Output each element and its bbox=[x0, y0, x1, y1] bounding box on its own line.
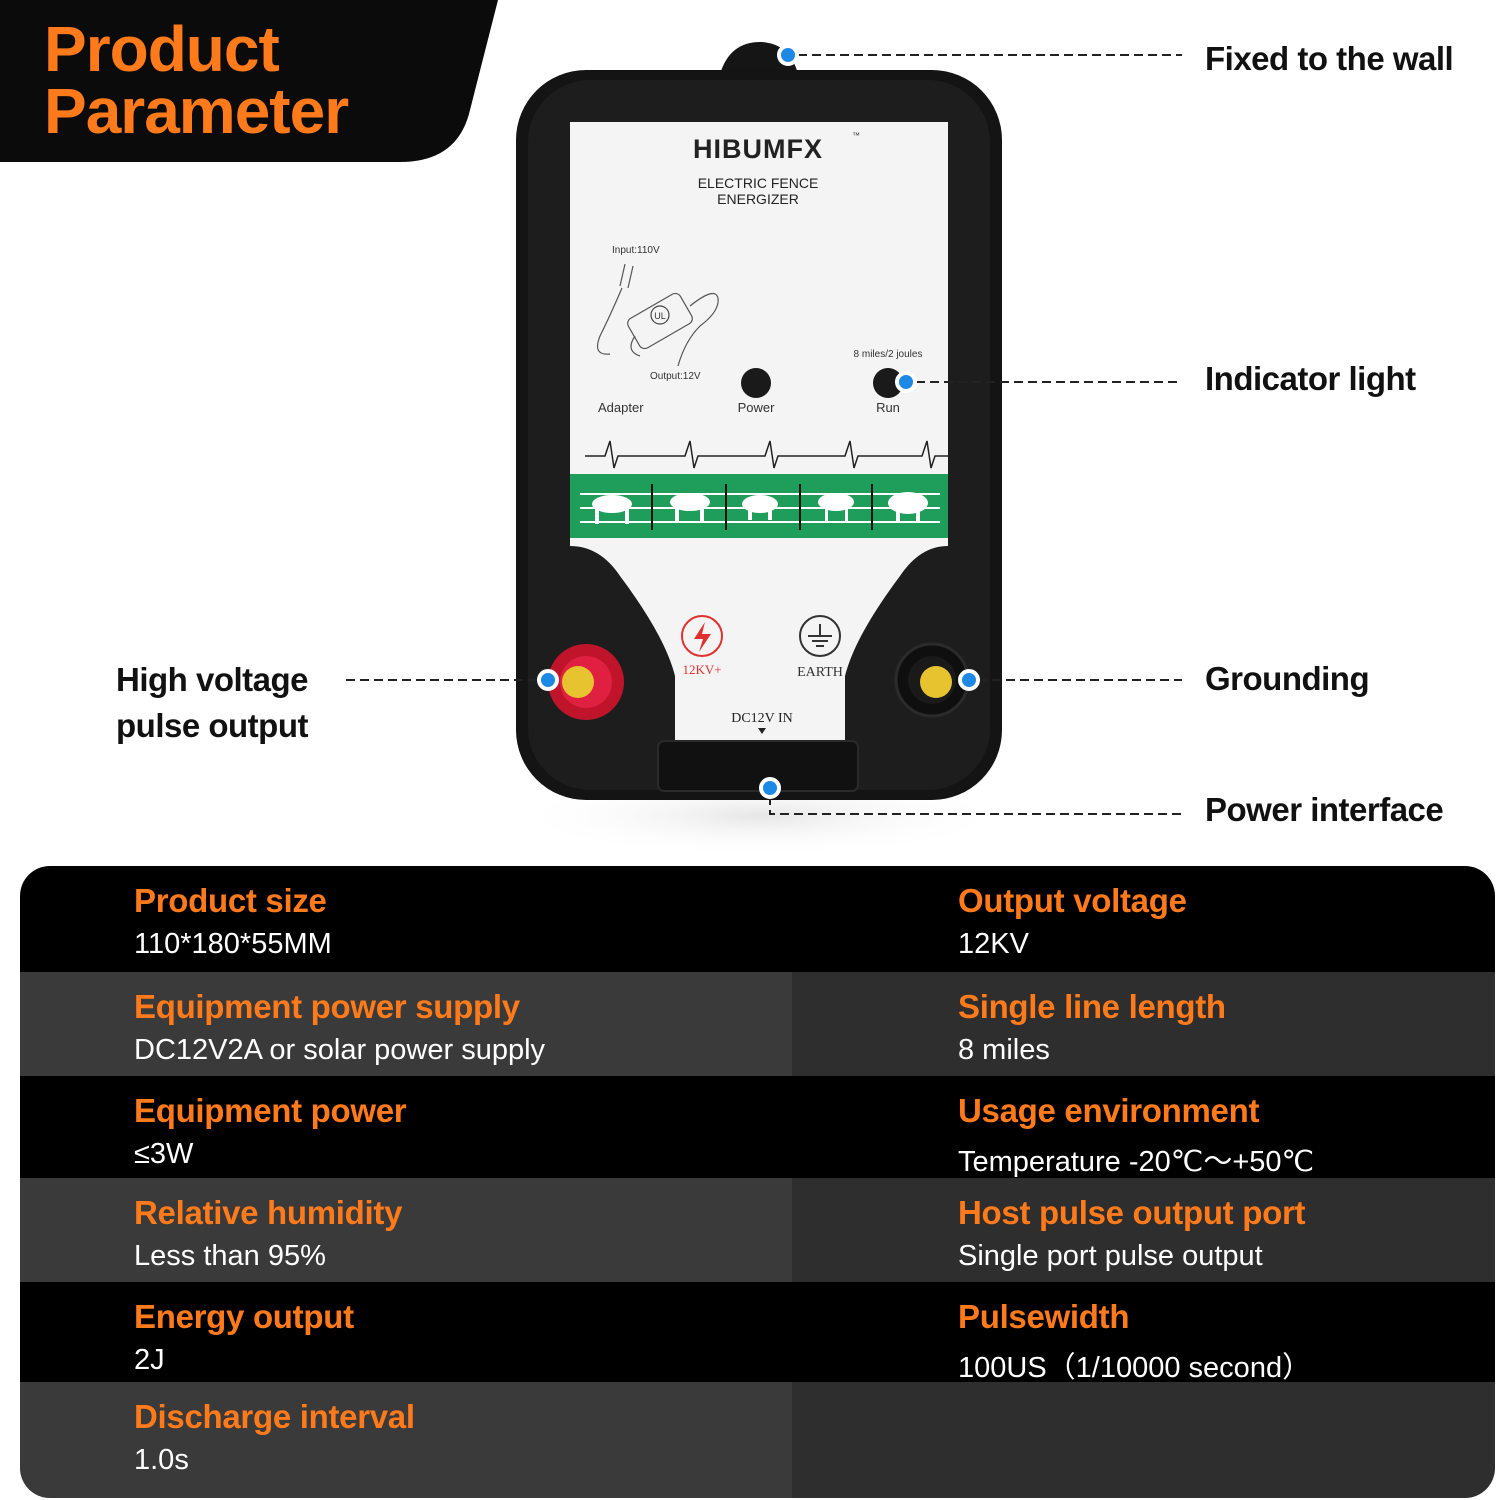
title-banner: Product Parameter bbox=[0, 0, 500, 162]
spec-label: Equipment power bbox=[134, 1092, 407, 1129]
horse-icon bbox=[592, 495, 632, 513]
spec-value: 12KV bbox=[958, 928, 1029, 960]
spec-value: 110*180*55MM bbox=[134, 928, 332, 960]
spec-cell: Usage environment Temperature -20℃～+50℃ bbox=[792, 1076, 1495, 1178]
earth-label: EARTH bbox=[797, 665, 843, 680]
animal-icons bbox=[592, 492, 928, 524]
hv-label: 12KV+ bbox=[682, 662, 721, 677]
spec-row: Discharge interval 1.0s bbox=[20, 1382, 1495, 1498]
spec-row: Product size 110*180*55MM Output voltage… bbox=[20, 866, 1495, 972]
callout-hv-line1: High voltage bbox=[116, 661, 309, 698]
run-spec-text: 8 miles/2 joules bbox=[854, 349, 923, 360]
callout-high-voltage: High voltage pulse output bbox=[116, 657, 309, 749]
spec-label: Single line length bbox=[958, 988, 1226, 1025]
spec-label: Relative humidity bbox=[134, 1194, 403, 1231]
spec-cell: Single line length 8 miles bbox=[792, 972, 1495, 1076]
spec-value: Temperature -20℃～+50℃ bbox=[958, 1146, 1315, 1178]
spec-label: Discharge interval bbox=[134, 1398, 415, 1435]
spec-row: Relative humidity Less than 95% Host pul… bbox=[20, 1178, 1495, 1282]
run-label: Run bbox=[876, 400, 900, 415]
page-title: Product Parameter bbox=[44, 13, 349, 147]
spec-value: 1.0s bbox=[134, 1444, 189, 1476]
ground-dot bbox=[958, 669, 980, 691]
spec-value: Less than 95% bbox=[134, 1240, 326, 1272]
fence-energizer-device: HIBUMFX ™ ELECTRIC FENCE ENERGIZER Input… bbox=[510, 41, 1010, 856]
product-name-line2: ENERGIZER bbox=[717, 191, 799, 207]
spec-table: Product size 110*180*55MM Output voltage… bbox=[20, 866, 1495, 1498]
adapter-output-text: Output:12V bbox=[650, 371, 701, 382]
spec-cell: Equipment power supply DC12V2A or solar … bbox=[20, 972, 792, 1076]
run-led bbox=[873, 368, 903, 398]
spec-value: DC12V2A or solar power supply bbox=[134, 1034, 546, 1066]
spec-cell: Pulsewidth 100US（1/10000 second） bbox=[792, 1282, 1495, 1384]
dc-power-port bbox=[657, 740, 859, 792]
spec-row: Equipment power supply DC12V2A or solar … bbox=[20, 972, 1495, 1076]
earth-icon bbox=[799, 615, 841, 657]
callout-indicator: Indicator light bbox=[1205, 360, 1416, 397]
spec-value: 8 miles bbox=[958, 1034, 1050, 1066]
spec-label: Host pulse output port bbox=[958, 1194, 1306, 1231]
pulse-waveform bbox=[585, 440, 948, 469]
spec-label: Energy output bbox=[134, 1298, 354, 1335]
product-name-line1: ELECTRIC FENCE bbox=[698, 175, 819, 191]
hv-dot bbox=[537, 669, 559, 691]
adapter-input-text: Input:110V bbox=[612, 245, 660, 256]
spec-cell-empty bbox=[792, 1382, 1495, 1498]
spec-cell: Energy output 2J bbox=[20, 1282, 792, 1382]
front-panel bbox=[570, 122, 948, 741]
callout-hv-line2: pulse output bbox=[116, 707, 308, 744]
brand-logo: HIBUMFX bbox=[693, 134, 823, 164]
spec-value: ≤3W bbox=[134, 1138, 194, 1170]
spec-label: Product size bbox=[134, 882, 327, 919]
spec-label: Equipment power supply bbox=[134, 988, 520, 1025]
power-led bbox=[741, 368, 771, 398]
dc-input-label: DC12V IN bbox=[731, 711, 793, 726]
spec-label: Output voltage bbox=[958, 882, 1187, 919]
power-dot bbox=[759, 777, 781, 799]
lightning-icon bbox=[681, 615, 723, 657]
ul-mark: UL bbox=[654, 311, 666, 321]
callout-power-interface: Power interface bbox=[1205, 791, 1444, 828]
spec-cell: Equipment power ≤3W bbox=[20, 1076, 792, 1178]
indicator-dot bbox=[895, 371, 917, 393]
title-line-2: Parameter bbox=[44, 75, 349, 147]
spec-value: 2J bbox=[134, 1344, 165, 1376]
spec-row: Energy output 2J Pulsewidth 100US（1/1000… bbox=[20, 1282, 1495, 1384]
callout-wall: Fixed to the wall bbox=[1205, 40, 1454, 77]
spec-value: Single port pulse output bbox=[958, 1240, 1263, 1272]
spec-cell: Discharge interval 1.0s bbox=[20, 1382, 792, 1498]
adapter-icon bbox=[597, 263, 719, 367]
spec-row: Equipment power ≤3W Usage environment Te… bbox=[20, 1076, 1495, 1178]
spec-value: 100US（1/10000 second） bbox=[958, 1352, 1312, 1384]
banner-shape bbox=[0, 0, 498, 162]
spec-cell: Host pulse output port Single port pulse… bbox=[792, 1178, 1495, 1282]
spec-cell: Output voltage 12KV bbox=[792, 866, 1495, 972]
spec-cell: Relative humidity Less than 95% bbox=[20, 1178, 792, 1282]
spec-cell: Product size 110*180*55MM bbox=[20, 866, 792, 972]
spec-label: Usage environment bbox=[958, 1092, 1260, 1129]
spec-label: Pulsewidth bbox=[958, 1298, 1130, 1335]
callout-lines bbox=[346, 44, 1182, 815]
adapter-label: Adapter bbox=[598, 400, 644, 415]
wall-dot bbox=[777, 44, 799, 66]
trademark: ™ bbox=[852, 131, 860, 140]
callout-grounding: Grounding bbox=[1205, 660, 1370, 697]
power-label: Power bbox=[738, 400, 776, 415]
title-line-1: Product bbox=[44, 13, 280, 85]
